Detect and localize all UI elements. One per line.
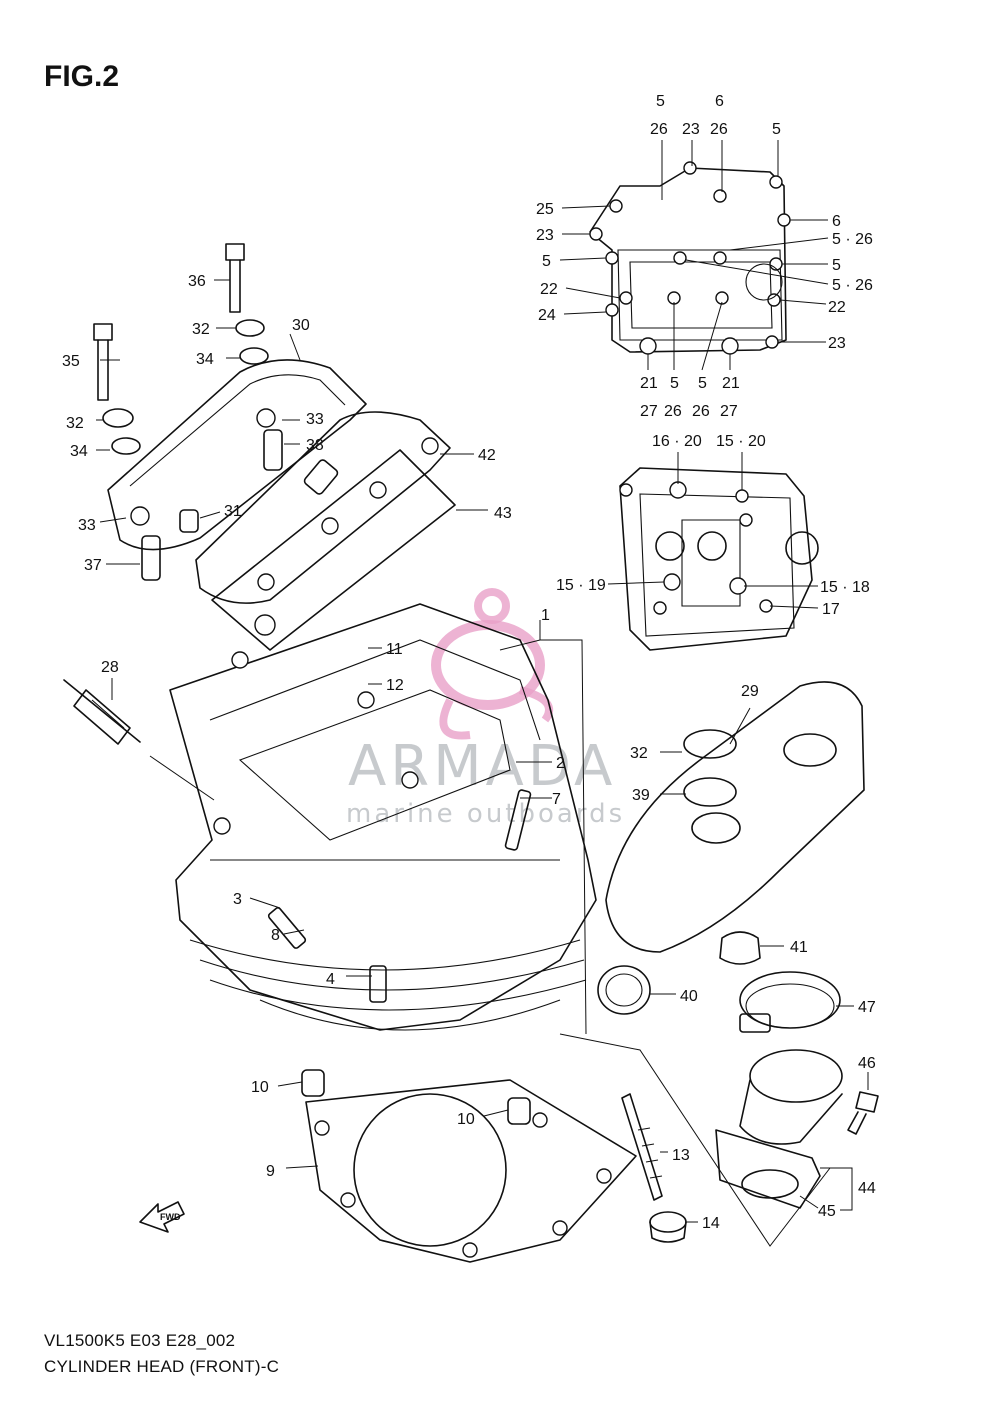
callout-32-top: 32: [192, 321, 210, 338]
callout-29: 29: [741, 683, 759, 700]
callout-40: 40: [680, 988, 698, 1005]
callout-6-right: 6: [832, 213, 841, 230]
callout-26-bottom-b: 26: [692, 403, 710, 420]
callout-15-20: 15 · 20: [716, 433, 766, 450]
callout-2: 2: [556, 755, 565, 772]
callout-26-bottom-a: 26: [664, 403, 682, 420]
callout-42: 42: [478, 447, 496, 464]
callout-27-bottom-b: 27: [720, 403, 738, 420]
figure-title: FIG.2: [44, 60, 120, 93]
stud-bolt-part: [621, 1093, 687, 1243]
callout-39: 39: [632, 787, 650, 804]
callout-6-top: 6: [715, 93, 724, 110]
bolt-35-part: [93, 323, 134, 428]
callout-5-bottom-b: 5: [698, 375, 707, 392]
callout-16-20: 16 · 20: [652, 433, 702, 450]
callout-22-right: 22: [828, 299, 846, 316]
callout-26-top-a: 26: [650, 121, 668, 138]
callout-27-bottom-a: 27: [640, 403, 658, 420]
callout-31: 31: [224, 503, 242, 520]
callout-5-26-right-a: 5 · 26: [832, 231, 873, 248]
callout-28: 28: [101, 659, 119, 676]
forward-direction-arrow: FWD: [139, 1201, 185, 1233]
fwd-label: FWD: [160, 1212, 181, 1222]
watermark-logo: ARMADA marine outboards: [346, 588, 622, 829]
callout-9: 9: [266, 1163, 275, 1180]
inset-leader-lines: [559, 140, 829, 609]
callout-5-left: 5: [542, 253, 551, 270]
rocker-cover-part: [605, 681, 865, 965]
callout-24: 24: [538, 307, 556, 324]
callout-11: 11: [386, 641, 403, 658]
callout-15-18: 15 · 18: [820, 579, 870, 596]
callout-41: 41: [790, 939, 808, 956]
callout-26-top-b: 26: [710, 121, 728, 138]
callout-5-top-b: 5: [772, 121, 781, 138]
part-callouts: 1 2 3 4 7 8 9 10 10 11 12 13 14 28 29 30…: [62, 93, 876, 1232]
callout-25: 25: [536, 201, 554, 218]
callout-34-left: 34: [70, 443, 88, 460]
callout-7: 7: [552, 791, 561, 808]
head-cover-gasket-part: [195, 411, 456, 651]
callout-32-left: 32: [66, 415, 84, 432]
callout-1: 1: [541, 607, 550, 624]
plug-cap-part: [597, 965, 651, 1015]
callout-32-right: 32: [630, 745, 648, 762]
callout-30: 30: [292, 317, 310, 334]
callout-5-right: 5: [832, 257, 841, 274]
callout-14: 14: [702, 1215, 720, 1232]
leader-lines: [96, 279, 869, 1247]
callout-21-bottom-a: 21: [640, 375, 658, 392]
callout-46: 46: [858, 1055, 876, 1072]
callout-34-top: 34: [196, 351, 214, 368]
callout-22-left: 22: [540, 281, 558, 298]
callout-43: 43: [494, 505, 512, 522]
callout-35: 35: [62, 353, 80, 370]
bolt-46-part: [847, 1091, 879, 1135]
callout-33-left: 33: [78, 517, 96, 534]
intake-pipe-part: [715, 1049, 843, 1209]
callout-44: 44: [858, 1180, 876, 1197]
callout-45: 45: [818, 1203, 836, 1220]
cylinder-head-part: [169, 603, 597, 1031]
callout-8: 8: [271, 927, 280, 944]
callout-33-top: 33: [306, 411, 324, 428]
diagram-caption: CYLINDER HEAD (FRONT)-C: [44, 1357, 280, 1376]
callout-5-26-right-b: 5 · 26: [832, 277, 873, 294]
cylinder-head-top-view: [619, 467, 819, 651]
callout-12: 12: [386, 677, 404, 694]
watermark-brand: ARMADA: [348, 734, 616, 799]
head-cover-top-view: [589, 161, 791, 355]
cylinder-gasket-part: [301, 1069, 637, 1263]
callout-10-right: 10: [457, 1111, 475, 1128]
callout-10-left: 10: [251, 1079, 269, 1096]
callout-4: 4: [326, 971, 335, 988]
callout-21-bottom-b: 21: [722, 375, 740, 392]
callout-38: 38: [306, 437, 324, 454]
callout-15-19: 15 · 19: [556, 577, 606, 594]
callout-5-top-a: 5: [656, 93, 665, 110]
bolt-36-part: [225, 243, 265, 337]
diagram-code: VL1500K5 E03 E28_002: [44, 1331, 236, 1350]
callout-3: 3: [233, 891, 242, 908]
callout-23-left: 23: [536, 227, 554, 244]
callout-37: 37: [84, 557, 102, 574]
cylinder-head-cover-part: [107, 347, 367, 581]
callout-13: 13: [672, 1147, 690, 1164]
hose-clamp-part: [739, 971, 841, 1033]
callout-23-top: 23: [682, 121, 700, 138]
callout-23-right: 23: [828, 335, 846, 352]
callout-5-bottom-a: 5: [670, 375, 679, 392]
callout-36: 36: [188, 273, 206, 290]
callout-17: 17: [822, 601, 840, 618]
callout-47: 47: [858, 999, 876, 1016]
spark-plug-part: [63, 679, 141, 745]
